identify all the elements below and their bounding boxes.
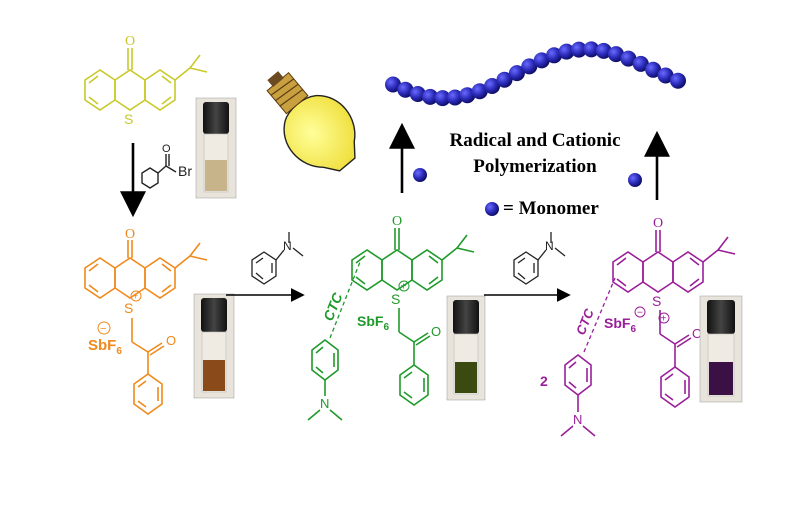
monomer-bead-left [413,168,427,182]
compound-4-counterion: SbF6 [604,315,636,335]
aniline-2-nitrogen: N [545,239,554,253]
vial-pale-photo [195,97,237,199]
vial-purple-photo [699,295,743,403]
polymer-bead [608,46,624,63]
compound-2-sulfur: S [124,300,133,316]
polymer-bead [533,52,550,69]
compound-1-structure [84,48,208,111]
polymerization-title-line-2: Polymerization [473,156,597,177]
compound-1-sulfur: S [124,111,133,127]
reagent-phenacyl-bromide [141,154,177,189]
polymer-bead [471,83,488,100]
monomer-legend-label: = Monomer [503,198,599,219]
compound-3-ctc-label: CTC [320,290,346,323]
polymer-bead [434,90,451,107]
compound-4-amine-nitrogen: N [573,412,582,427]
polymer-bead [570,41,587,58]
compound-4-plus: + [661,314,667,325]
polymer-bead [385,76,401,93]
compound-4-sulfur: S [652,293,661,309]
compound-3-sulfur: S [391,291,400,307]
compound-2-plus: + [133,292,139,303]
compound-4-ketone-oxygen: O [692,326,702,341]
compound-3-amine-nitrogen: N [320,396,329,411]
compound-3-structure [307,228,475,421]
compound-2-structure [84,240,208,415]
polymerization-title-line-1: Radical and Cationic [449,130,621,151]
polymer-bead [409,86,426,102]
compound-2-minus: − [100,323,106,335]
vial-brown-photo [193,293,235,399]
compound-2-plus-circle [130,290,142,302]
compound-3-plus-circle [398,280,410,292]
polymer-bead [484,78,501,94]
polymer-bead [620,50,637,67]
vial-green-photo [446,295,486,401]
dimethylaniline-reagent-2 [513,232,566,285]
monomer-bead-right [628,173,642,187]
aniline-1-nitrogen: N [283,239,292,253]
dimethylaniline-reagent-1 [251,232,304,285]
polymer-bead [508,65,525,82]
monomer-legend-bead [485,202,499,216]
compound-4-minus-circle [634,306,646,318]
compound-4-ctc-label: CTC [573,306,597,337]
compound-4-oxygen: O [653,216,663,231]
polymer-chain [385,41,686,107]
polymer-bead [583,41,600,58]
compound-3-ketone-oxygen: O [431,324,441,339]
compound-2-ketone-oxygen: O [166,333,176,348]
compound-2-minus-circle [97,321,111,335]
compound-4-plus-circle [658,312,670,324]
polymer-bead [521,58,538,75]
compound-3-oxygen: O [392,214,402,229]
compound-1-oxygen: O [125,34,135,49]
polymer-bead [595,42,612,59]
compound-3-plus: + [401,282,407,293]
polymer-bead [447,89,463,106]
polymer-bead [546,47,563,64]
polymer-bead [422,88,439,105]
compound-4-ctc-bond [583,277,616,353]
polymer-bead [645,61,662,78]
polymerization-title: Radical and Cationic Polymerization [430,128,640,180]
polymer-bead [397,81,414,98]
polymer-bead [459,87,476,104]
compound-4-minus: − [637,308,643,319]
compound-2-counterion: SbF6 [88,337,122,357]
polymer-bead [496,71,513,88]
reagent-oxygen: O [162,143,171,155]
compound-2-oxygen: O [125,227,135,242]
compound-4-stoichiometry: 2 [540,373,548,389]
polymer-bead [670,72,686,89]
polymer-bead [657,67,674,84]
compound-4-structure [560,230,736,437]
compound-3-counterion: SbF6 [357,313,389,333]
polymer-bead [632,55,649,72]
reagent-bromine: Br [178,163,192,179]
polymer-bead [558,43,575,60]
light-bulb-icon [266,71,356,172]
